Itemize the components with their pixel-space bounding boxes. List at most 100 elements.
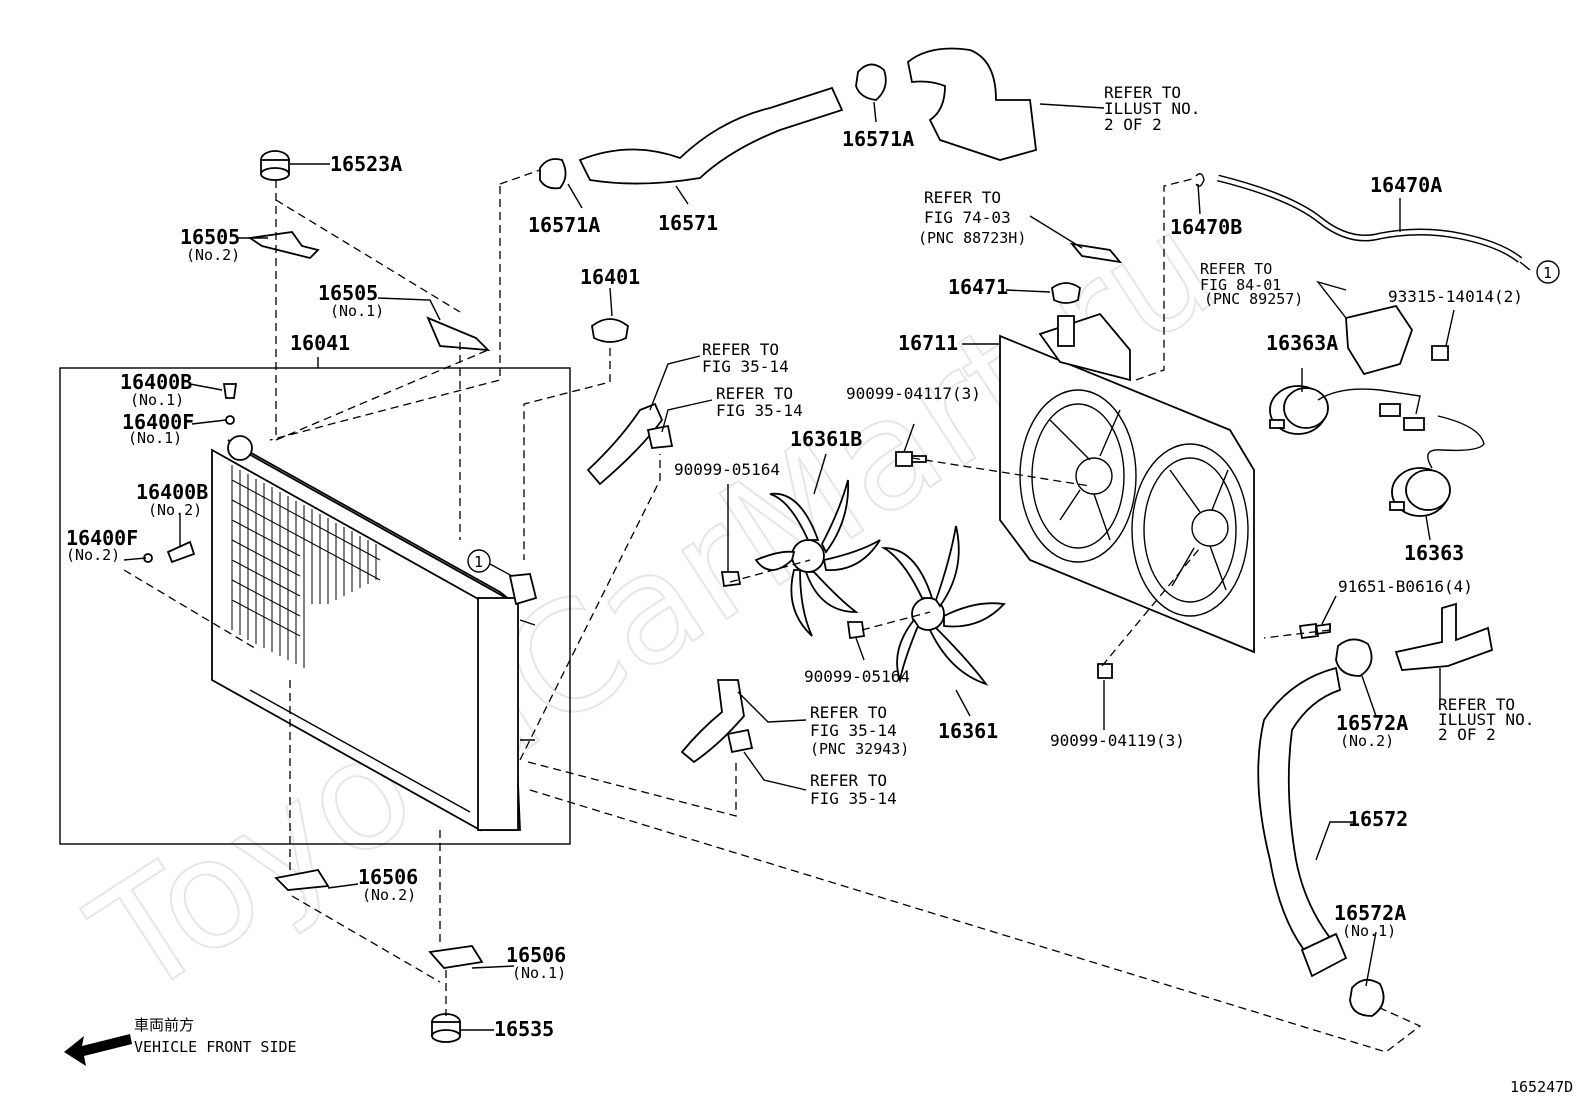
lbl-91651: 91651-B0616(4)	[1338, 577, 1473, 596]
lbl-90099-04117: 90099-04117(3)	[846, 384, 981, 403]
fan-motor-16363	[1389, 467, 1451, 517]
clamp-16571A-left	[539, 158, 567, 190]
lbl-ref-illust-top-1: REFER TO	[1104, 83, 1181, 102]
lbl-16363: 16363	[1404, 541, 1464, 565]
nut-90099-05164-b	[846, 621, 866, 640]
lbl-vehicle-front-en: VEHICLE FRONT SIDE	[134, 1038, 297, 1056]
clamp-16571A-top	[855, 63, 887, 101]
lbl-vehicle-front-jp: 車両前方	[134, 1016, 194, 1034]
svg-text:1: 1	[1543, 264, 1552, 282]
lbl-16572A-no2-sub: (No.2)	[1340, 732, 1394, 750]
lbl-16363A: 16363A	[1266, 331, 1338, 355]
lbl-16400F-no2-sub: (No.2)	[66, 546, 120, 564]
plug-16400B-no2	[166, 540, 196, 564]
connector-a	[1379, 403, 1401, 417]
lbl-16505-no2: 16505	[180, 225, 240, 249]
lbl-16506-no1: 16506	[506, 943, 566, 967]
lbl-16572A-no1-sub: (No.1)	[1342, 922, 1396, 940]
bracket-16506-no1	[428, 945, 484, 969]
lbl-16572A-no2: 16572A	[1336, 711, 1408, 735]
lbl-16361B: 16361B	[790, 427, 862, 451]
hose-fig35-upper	[586, 402, 664, 486]
lbl-16506-no2-sub: (No.2)	[362, 886, 416, 904]
lbl-16400B-no1: 16400B	[120, 370, 192, 394]
clamp-fig35-upper	[646, 424, 674, 449]
lbl-ref-illust-top-2: ILLUST NO.	[1104, 99, 1200, 118]
clip-16470B	[1195, 173, 1205, 187]
bracket-16506-no2	[274, 869, 330, 891]
lbl-ref-illust-top-3: 2 OF 2	[1104, 115, 1162, 134]
fan-motor-16363A	[1269, 385, 1329, 435]
lbl-93315: 93315-14014(2)	[1388, 287, 1523, 306]
lbl-16571: 16571	[658, 211, 718, 235]
caution-label	[1069, 242, 1123, 264]
lbl-ref-fig84-2: FIG 84-01	[1200, 276, 1281, 294]
marker-1-right: 1	[1536, 260, 1560, 284]
lbl-16400B-no1-sub: (No.1)	[130, 391, 184, 409]
nut-90099-05164-a	[720, 571, 742, 588]
water-inlet-pipe	[1394, 602, 1494, 671]
lbl-ref-fig35-d1: REFER TO	[810, 771, 887, 790]
fan-relay	[1345, 304, 1413, 376]
lbl-16572A-no1: 16572A	[1334, 901, 1406, 925]
lbl-diagram-id: 165247D	[1510, 1078, 1573, 1096]
lbl-16400F-no2: 16400F	[66, 526, 138, 550]
lbl-ref-fig35-b1: REFER TO	[716, 384, 793, 403]
lbl-90099-05164-b: 90099-05164	[804, 667, 910, 686]
cushion-16523A	[260, 150, 290, 181]
lbl-ref-fig35-c2: FIG 35-14	[810, 721, 897, 740]
hose-16572-end	[1300, 932, 1348, 978]
bolt-90099-04119	[1097, 663, 1113, 679]
lbl-16571A-left: 16571A	[528, 213, 600, 237]
lbl-16505-no1: 16505	[318, 281, 378, 305]
gasket-16400F-no1	[225, 415, 235, 425]
cap-16471	[1051, 282, 1081, 304]
fan-shroud-16711	[999, 312, 1255, 654]
lbl-ref-fig35-d2: FIG 35-14	[810, 789, 897, 808]
connector-b	[1403, 417, 1425, 431]
clamp-16572A-no2	[1335, 638, 1373, 677]
lbl-16041: 16041	[290, 331, 350, 355]
lbl-ref-illust-right-3: 2 OF 2	[1438, 725, 1496, 744]
lbl-90099-04119: 90099-04119(3)	[1050, 731, 1185, 750]
bracket-16505-no1	[426, 316, 491, 352]
lbl-ref-fig35-c1: REFER TO	[810, 703, 887, 722]
lbl-16535: 16535	[494, 1017, 554, 1041]
dashed-guide-lines	[123, 169, 1422, 1053]
hose-16571	[578, 86, 844, 185]
lbl-ref-fig74-3: (PNC 88723H)	[918, 229, 1026, 247]
lbl-16400B-no2-sub: (No.2)	[148, 501, 202, 519]
lbl-16506-no1-sub: (No.1)	[512, 964, 566, 982]
lbl-ref-fig74-1: REFER TO	[924, 188, 1001, 207]
cap-16401	[591, 318, 629, 343]
hose-16572	[1257, 666, 1342, 966]
plug-16400B-no1	[222, 383, 238, 399]
lbl-ref-fig35-a2: FIG 35-14	[702, 357, 789, 376]
lbl-16506-no2: 16506	[358, 865, 418, 889]
clamp-fig35-lower	[726, 728, 754, 754]
lbl-16523A: 16523A	[330, 152, 402, 176]
radiator-illustration	[211, 435, 538, 832]
lbl-ref-fig35-c3: (PNC 32943)	[810, 740, 909, 758]
lbl-ref-fig84-3: (PNC 89257)	[1204, 290, 1303, 308]
bolt-90099-04117	[895, 451, 927, 467]
lbl-ref-illust-right-2: ILLUST NO.	[1438, 710, 1534, 729]
lbl-16401: 16401	[580, 265, 640, 289]
radiator-group-box	[59, 367, 571, 845]
vehicle-front-arrow-icon	[64, 1034, 132, 1066]
lbl-16505-no2-sub: (No.2)	[186, 246, 240, 264]
part-labels: 16523A16505(No.2)16505(No.1)1604116400B(…	[66, 83, 1573, 1096]
lbl-16361: 16361	[938, 719, 998, 743]
lbl-ref-fig74-2: FIG 74-03	[924, 208, 1011, 227]
lbl-ref-illust-right-1: REFER TO	[1438, 695, 1515, 714]
svg-text:1: 1	[474, 553, 483, 571]
lbl-90099-05164-a: 90099-05164	[674, 460, 780, 479]
bolt-93315-14014	[1431, 345, 1449, 361]
lbl-16400F-no1-sub: (No.1)	[128, 429, 182, 447]
lbl-16571A-top: 16571A	[842, 127, 914, 151]
water-outlet-pipe	[907, 47, 1037, 161]
lbl-16471: 16471	[948, 275, 1008, 299]
lbl-16400F-no1: 16400F	[122, 410, 194, 434]
